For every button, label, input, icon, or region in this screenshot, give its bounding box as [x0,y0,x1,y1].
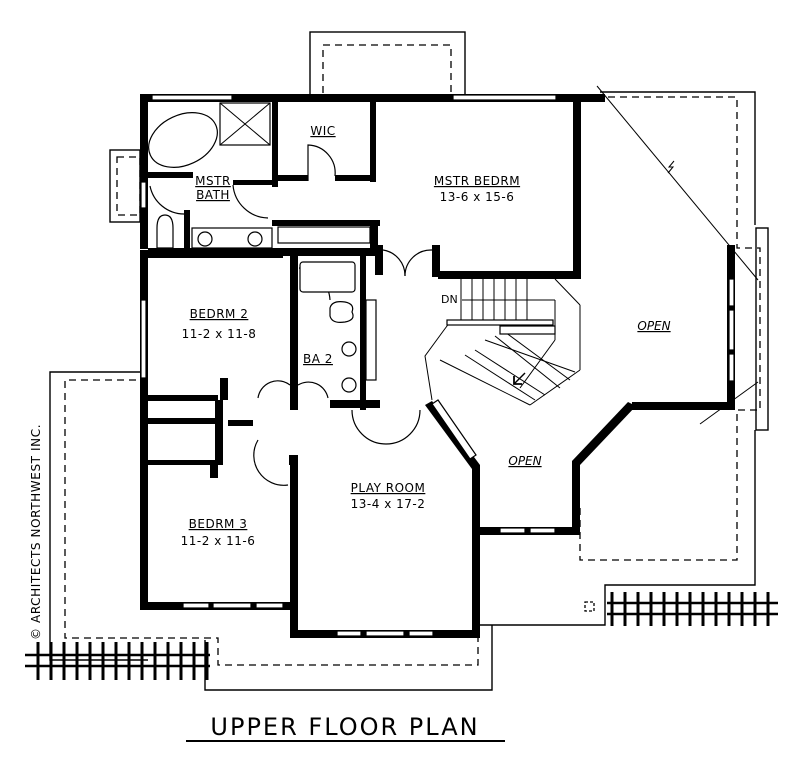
copyright-text: © ARCHITECTS NORTHWEST INC. [29,424,43,640]
room-dims: 11-2 x 11-6 [181,534,256,548]
room-dims: 13-4 x 17-2 [351,497,426,511]
stairs[interactable]: DN [424,278,581,406]
room-mstr-bath: MSTR BATH [195,174,231,202]
room-name-line2: BATH [196,188,230,202]
room-name: OPEN [508,454,541,468]
railing-left [25,642,210,680]
windows [140,94,735,637]
fixtures [148,102,377,393]
room-name: BEDRM 2 [190,307,249,321]
room-play-room: PLAY ROOM 13-4 x 17-2 [351,481,426,511]
stair-label: DN [441,293,458,306]
room-dims: 13-6 x 15-6 [440,190,515,204]
room-wic: WIC [310,124,335,138]
room-bedrm-3: BEDRM 3 11-2 x 11-6 [181,517,256,548]
room-name-line1: MSTR [195,174,231,188]
railing-right [607,592,778,626]
room-name: BEDRM 3 [189,517,248,531]
room-open-upper: OPEN [637,319,670,333]
room-bedrm-2: BEDRM 2 11-2 x 11-8 [182,307,257,341]
plan-title: UPPER FLOOR PLAN [210,713,479,741]
room-name: MSTR BEDRM [434,174,520,188]
room-mstr-bedrm: MSTR BEDRM 13-6 x 15-6 [434,174,520,204]
room-dims: 11-2 x 11-8 [182,327,257,341]
room-open-lower: OPEN [508,454,541,468]
room-name: PLAY ROOM [351,481,426,495]
room-ba-2: BA 2 [303,352,333,366]
roof-outlines [49,31,769,691]
room-name: BA 2 [303,352,333,366]
room-name: OPEN [637,319,670,333]
room-name: WIC [310,124,335,138]
